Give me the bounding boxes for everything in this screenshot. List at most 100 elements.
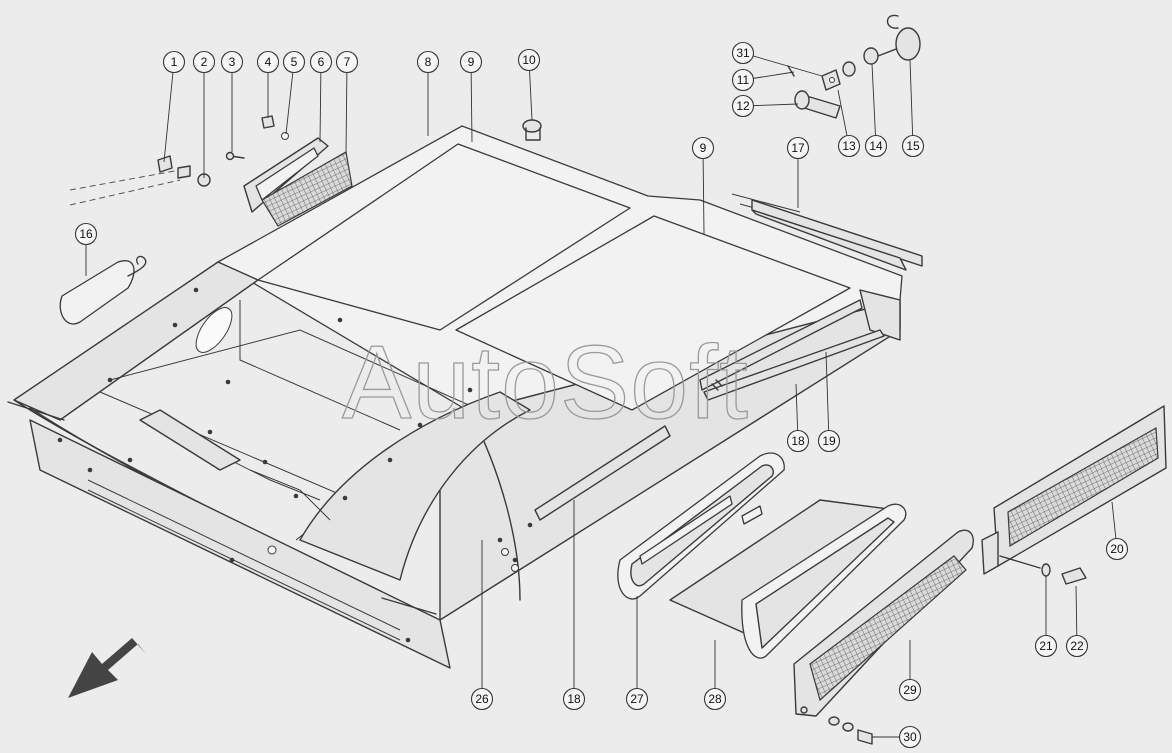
callout-19: 19	[817, 429, 841, 453]
callout-21: 21	[1034, 634, 1058, 658]
callout-number: 31	[736, 46, 750, 60]
callout-number: 16	[79, 227, 93, 241]
callout-number: 22	[1070, 639, 1084, 653]
callout-circle	[562, 687, 586, 711]
callout-number: 14	[869, 139, 883, 153]
callout-number: 19	[822, 434, 836, 448]
callout-circle	[625, 687, 649, 711]
leader-line	[163, 61, 175, 163]
callout-14: 14	[864, 134, 888, 158]
callout-circle	[786, 429, 810, 453]
callout-number: 9	[468, 55, 475, 69]
callout-9: 9	[691, 136, 715, 160]
leader-line	[909, 59, 914, 147]
leader-line	[825, 351, 830, 442]
callout-circle	[1065, 634, 1089, 658]
callout-6: 6	[309, 50, 333, 74]
callout-number: 21	[1039, 639, 1053, 653]
callout-number: 2	[201, 55, 208, 69]
callout-16: 16	[74, 222, 98, 246]
air-duct	[669, 499, 907, 659]
callout-circle	[1034, 634, 1058, 658]
callout-circle	[898, 725, 922, 749]
callout-circle	[837, 134, 861, 158]
callout-circle	[470, 687, 494, 711]
callout-number: 17	[791, 141, 805, 155]
callout-28: 28	[703, 687, 727, 711]
callout-4: 4	[256, 50, 280, 74]
leader-line	[285, 61, 295, 135]
callout-number: 28	[708, 692, 722, 706]
callout-circle	[1105, 537, 1129, 561]
seal-strip	[703, 329, 885, 401]
callout-13: 13	[837, 134, 861, 158]
callout-15: 15	[901, 134, 925, 158]
callout-circle	[898, 678, 922, 702]
leader-line	[702, 147, 705, 235]
callout-number: 1	[171, 55, 178, 69]
callout-9: 9	[459, 50, 483, 74]
callout-circle	[335, 50, 359, 74]
callout-circle	[817, 429, 841, 453]
callout-17: 17	[786, 136, 810, 160]
leader-line	[742, 52, 823, 77]
callout-circle	[459, 50, 483, 74]
callout-number: 18	[791, 434, 805, 448]
callout-number: 7	[344, 55, 351, 69]
roof-panel-front	[257, 143, 631, 331]
callout-number: 12	[736, 99, 750, 113]
callout-circle	[416, 50, 440, 74]
callout-number: 9	[700, 141, 707, 155]
callout-number: 20	[1110, 542, 1124, 556]
callout-circle	[731, 94, 755, 118]
callout-8: 8	[416, 50, 440, 74]
callout-number: 18	[567, 692, 581, 706]
vent-grille	[793, 529, 974, 717]
callout-circle	[864, 134, 888, 158]
callout-number: 30	[903, 730, 917, 744]
callout-31: 31	[731, 41, 755, 65]
roof-plug	[522, 119, 542, 141]
latch-handle-parts	[787, 14, 921, 119]
front-direction-arrow-icon	[68, 638, 146, 698]
callout-number: 26	[475, 692, 489, 706]
callout-circle	[703, 687, 727, 711]
drip-rail	[731, 193, 923, 271]
callout-12: 12	[731, 94, 755, 118]
callout-18: 18	[786, 429, 810, 453]
callout-number: 8	[425, 55, 432, 69]
callout-number: 4	[265, 55, 272, 69]
callout-circle	[731, 41, 755, 65]
watermark-text: AutoSoft	[342, 325, 749, 441]
callout-5: 5	[282, 50, 306, 74]
callout-circle	[731, 68, 755, 92]
leader-line	[871, 63, 877, 147]
callout-29: 29	[898, 678, 922, 702]
roof-panel-rear	[455, 215, 851, 411]
callout-2: 2	[192, 50, 216, 74]
callout-number: 29	[903, 683, 917, 697]
callout-number: 13	[842, 139, 856, 153]
callout-26: 26	[470, 687, 494, 711]
callout-number: 27	[630, 692, 644, 706]
callout-20: 20	[1105, 537, 1129, 561]
callout-circle	[901, 134, 925, 158]
leader-line	[345, 61, 348, 155]
callout-circle	[786, 136, 810, 160]
callout-number: 5	[291, 55, 298, 69]
leader-line	[470, 61, 473, 143]
rear-grille	[981, 405, 1167, 575]
grille-screws	[800, 706, 873, 745]
callout-circle	[309, 50, 333, 74]
callout-30: 30	[898, 725, 922, 749]
cover-plate	[59, 255, 147, 325]
rear-grille-screws	[999, 555, 1087, 585]
callout-7: 7	[335, 50, 359, 74]
callout-circle	[220, 50, 244, 74]
callout-10: 10	[517, 48, 541, 72]
callout-18: 18	[562, 687, 586, 711]
callout-22: 22	[1065, 634, 1089, 658]
leader-line	[319, 61, 322, 143]
